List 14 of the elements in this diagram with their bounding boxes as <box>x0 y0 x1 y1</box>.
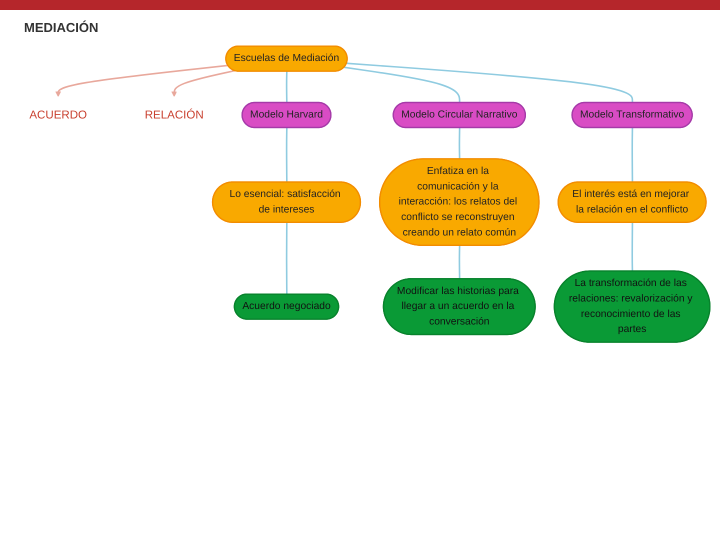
connector <box>344 66 460 103</box>
connector <box>286 71 288 103</box>
connector <box>458 246 460 280</box>
connector <box>286 222 288 294</box>
node-text: RELACIÓN <box>144 108 204 122</box>
node-text: ACUERDO <box>29 108 88 122</box>
connector <box>631 222 634 272</box>
connector <box>631 128 634 182</box>
connector <box>458 128 460 160</box>
page-title: MEDIACIÓN <box>23 19 100 37</box>
connector <box>346 62 634 103</box>
arrow <box>171 70 235 97</box>
arrow <box>55 64 228 97</box>
connector <box>286 128 288 182</box>
